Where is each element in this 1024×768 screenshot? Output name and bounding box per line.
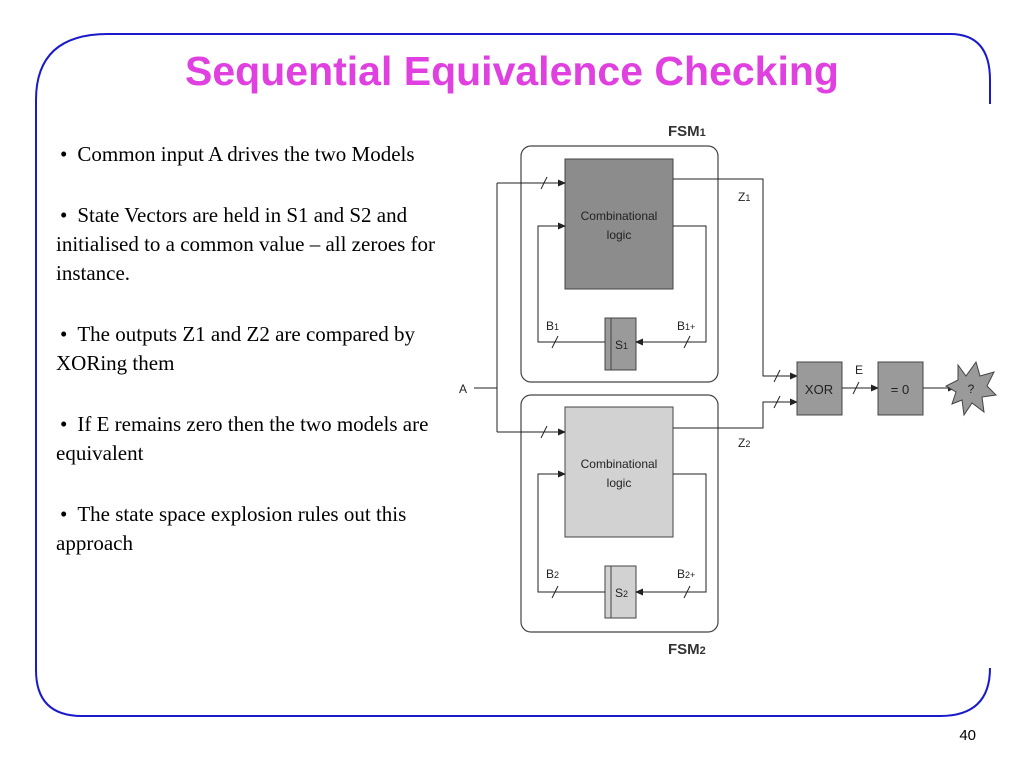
- bullet-dot-icon: •: [60, 203, 68, 227]
- fsm2-comb-label-2: logic: [607, 476, 632, 490]
- fsm1-next-state-wire: [635, 225, 707, 346]
- bus-slash-icon: [773, 369, 781, 383]
- slide-title: Sequential Equivalence Checking: [185, 48, 839, 94]
- fsm1-label: FSM1: [668, 123, 706, 140]
- s2-label: S2: [615, 586, 628, 600]
- fsm2-next-state-wire: [635, 473, 707, 596]
- xor-label: XOR: [805, 382, 833, 397]
- bullet-item: •State Vectors are held in S1 and S2 and…: [56, 203, 436, 285]
- z1-label: Z1: [738, 190, 750, 204]
- bullet-item: •The outputs Z1 and Z2 are compared by X…: [56, 322, 415, 375]
- bus-slash-icon: [540, 176, 548, 190]
- bus-slash-icon: [683, 335, 691, 349]
- fsm1-state-feedback-wire: [537, 222, 605, 343]
- page-number: 40: [959, 727, 976, 744]
- fsm2-box: [520, 394, 719, 633]
- bullet-dot-icon: •: [60, 502, 68, 526]
- bullet-item: •If E remains zero then the two models a…: [56, 412, 429, 465]
- fsm2-state-feedback-wire: [537, 470, 605, 593]
- b2-plus-label: B2+: [677, 567, 695, 581]
- b1-plus-label: B1+: [677, 319, 695, 333]
- bullet-list: •Common input A drives the two Models •S…: [56, 140, 451, 590]
- s1-label: S1: [615, 338, 628, 352]
- result-label: ?: [968, 382, 975, 396]
- b2-label: B2: [546, 567, 559, 581]
- frame-border: [35, 33, 991, 717]
- z2-label: Z2: [738, 436, 750, 450]
- fsm1-box: [520, 145, 719, 383]
- bus-slash-icon: [773, 395, 781, 409]
- equals-zero-label: = 0: [891, 382, 909, 397]
- result-starburst-icon: [944, 360, 998, 417]
- bus-slash-icon: [551, 335, 559, 349]
- input-a-label: A: [459, 382, 467, 396]
- xor-block: [796, 361, 843, 416]
- z2-output-wire: [673, 398, 798, 429]
- fsm1-comb-label-1: Combinational: [581, 209, 658, 223]
- fsm2-comb-label-1: Combinational: [581, 457, 658, 471]
- bus-slash-icon: [683, 585, 691, 599]
- fsm2-combinational-logic: [564, 406, 674, 538]
- bus-slash-icon: [540, 425, 548, 439]
- bus-slash-icon: [852, 381, 860, 395]
- e-label: E: [855, 363, 863, 377]
- bullet-dot-icon: •: [60, 142, 68, 166]
- bullet-item: •The state space explosion rules out thi…: [56, 502, 407, 555]
- fsm1-comb-label-2: logic: [607, 228, 632, 242]
- s1-register: [604, 317, 637, 371]
- bus-slash-icon: [551, 585, 559, 599]
- b1-label: B1: [546, 319, 559, 333]
- bullet-dot-icon: •: [60, 412, 68, 436]
- bullet-item: •Common input A drives the two Models: [60, 142, 415, 166]
- equals-zero-block: [877, 361, 924, 416]
- z1-output-wire: [673, 178, 798, 380]
- fsm2-label: FSM2: [668, 641, 706, 658]
- bullet-dot-icon: •: [60, 322, 68, 346]
- fsm1-combinational-logic: [564, 158, 674, 290]
